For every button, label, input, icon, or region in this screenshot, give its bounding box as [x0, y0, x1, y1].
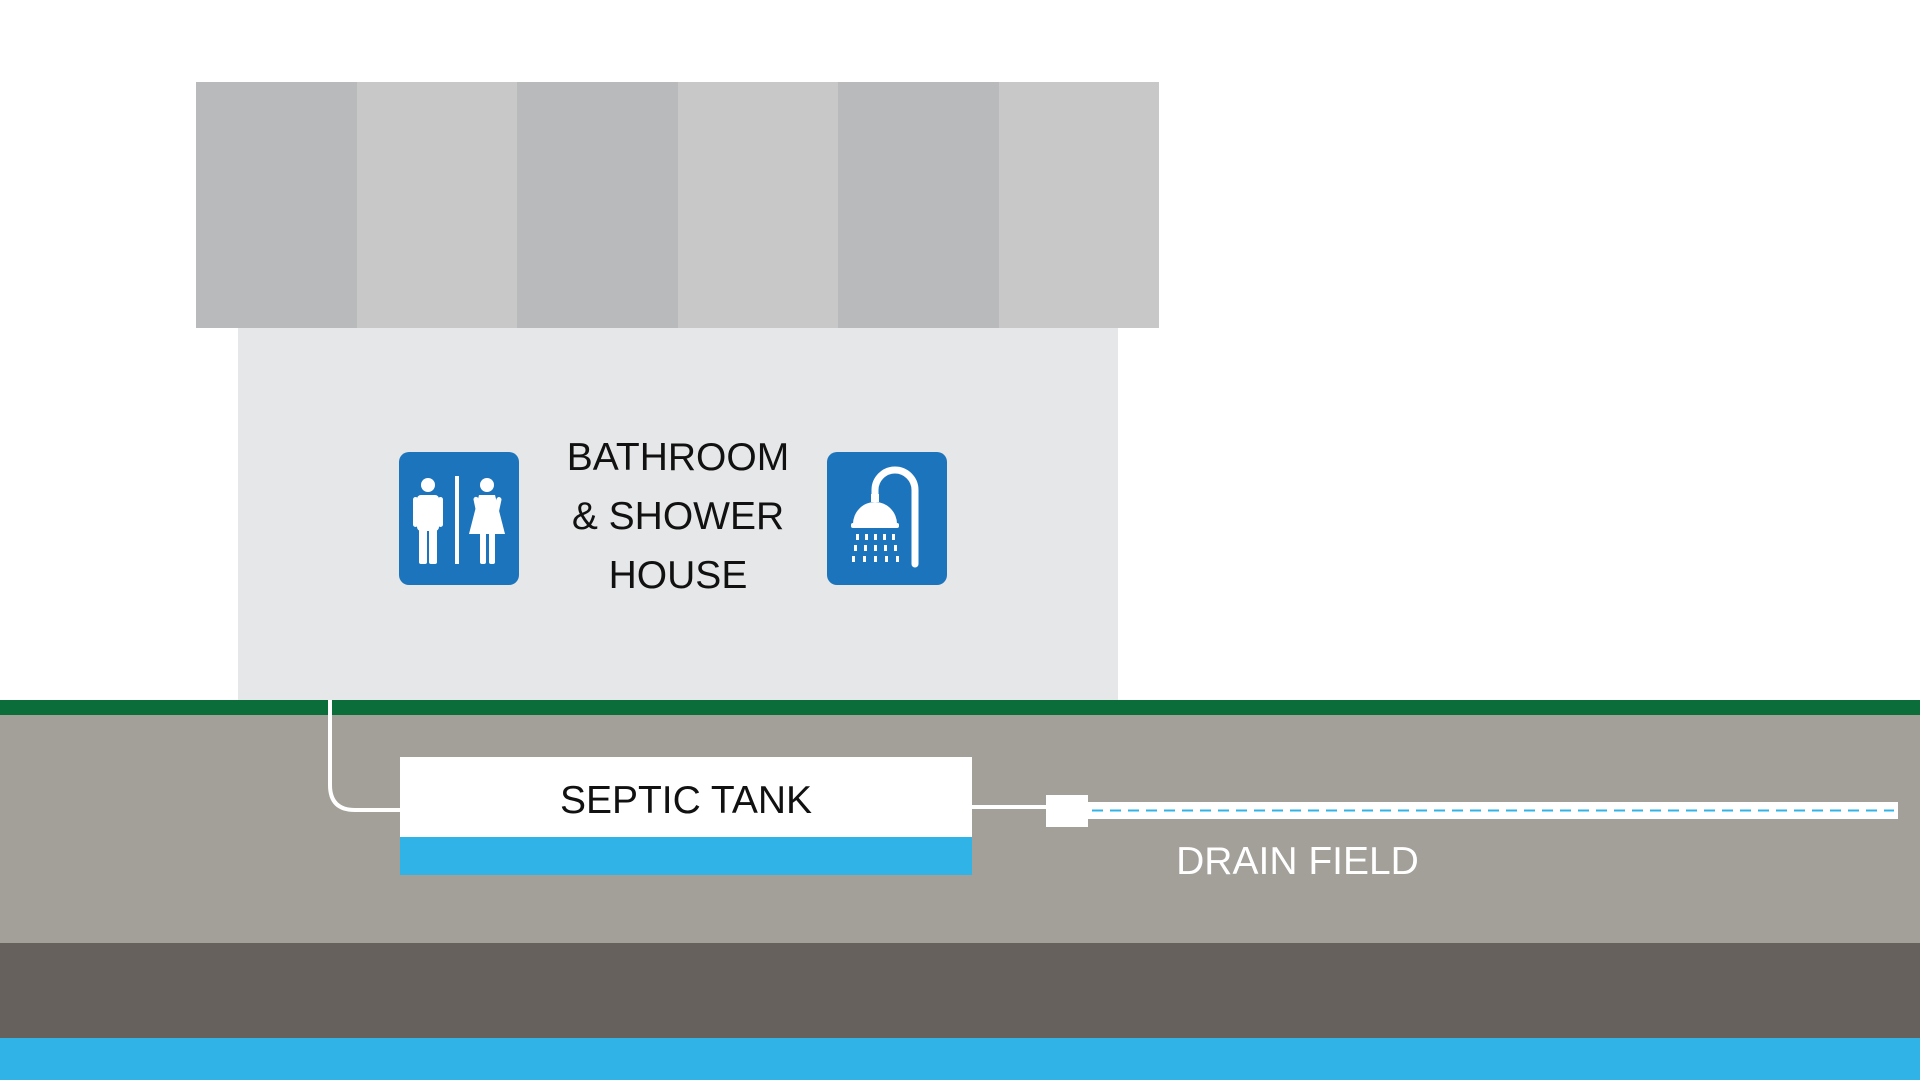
drain-field-label: DRAIN FIELD — [1176, 840, 1419, 883]
roof-panel — [356, 82, 517, 328]
roof — [196, 82, 1159, 328]
house-label-line-2: & SHOWER — [571, 495, 785, 538]
house-label-line-3: HOUSE — [608, 554, 748, 597]
restroom-men-women-icon — [399, 452, 519, 585]
septic-tank-liquid — [400, 837, 972, 875]
subsoil-layer — [0, 943, 1920, 1038]
roof-panel — [677, 82, 838, 328]
roof-panel — [838, 82, 999, 328]
shower-icon — [827, 452, 947, 585]
house-label: BATHROOM & SHOWER HOUSE — [538, 428, 818, 605]
septic-tank: SEPTIC TANK — [400, 757, 972, 875]
bathroom-shower-house: BATHROOM & SHOWER HOUSE — [238, 328, 1118, 700]
groundwater-layer — [0, 1038, 1920, 1080]
roof-panel — [517, 82, 678, 328]
grass-line — [0, 700, 1920, 715]
house-label-line-1: BATHROOM — [566, 436, 790, 479]
septic-tank-label: SEPTIC TANK — [559, 779, 813, 822]
roof-panel — [196, 82, 357, 328]
roof-panel — [998, 82, 1159, 328]
